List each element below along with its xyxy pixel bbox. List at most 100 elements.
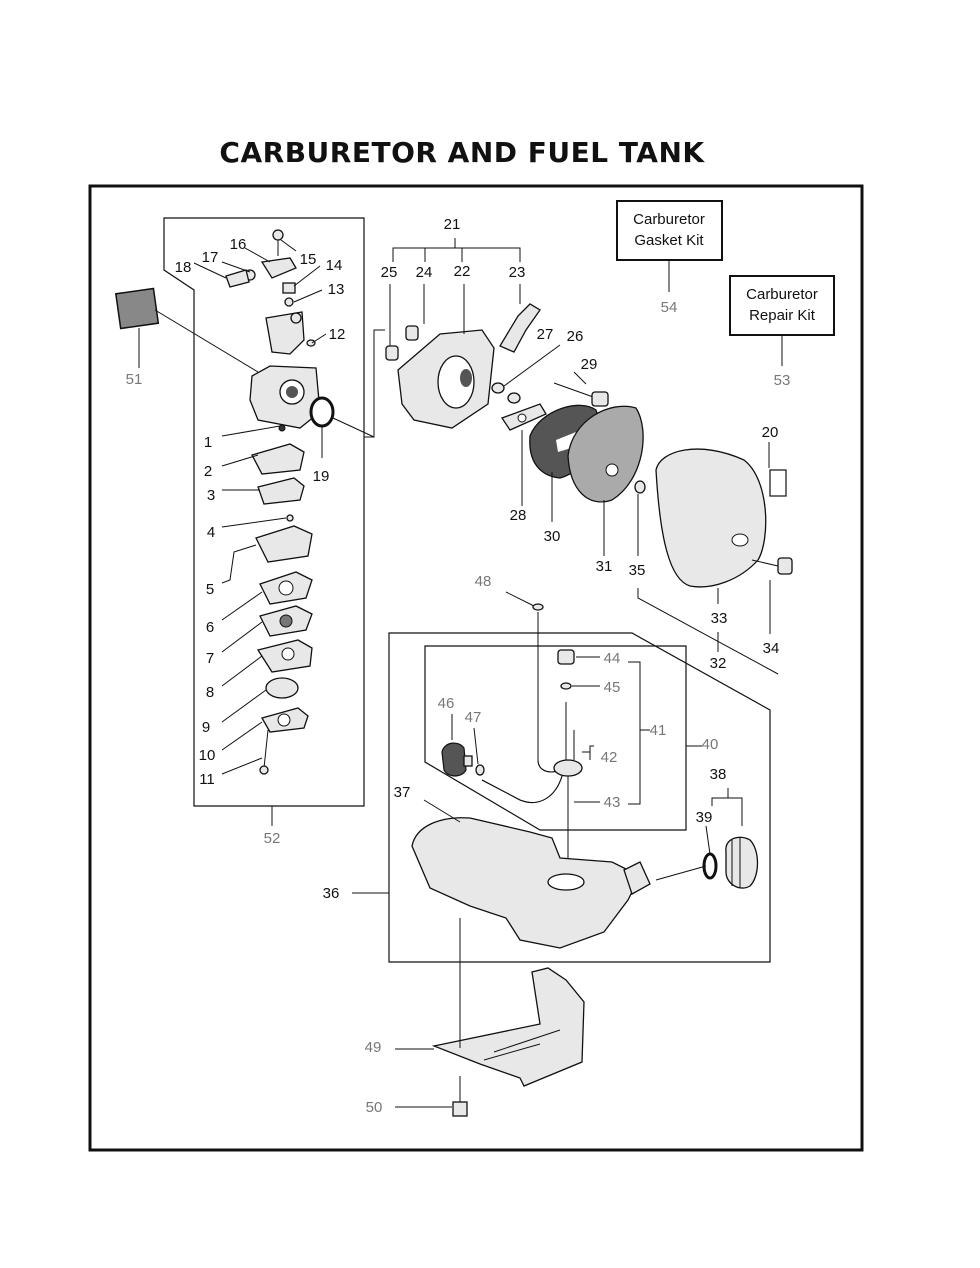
diagram-frame [88,184,864,1152]
fuel-filter-46 [441,714,473,777]
repair-kit-line1: Carburetor [746,286,818,303]
label-35: 35 [629,562,646,579]
diaphragm-3 [257,477,305,505]
lever-16 [260,257,297,279]
air-cleaner-base-22 [397,284,495,429]
gasket-51 [114,287,259,373]
gasket-35 [634,480,646,556]
label-33: 33 [711,610,728,627]
label-12: 12 [329,326,346,343]
bolt-50 [395,1076,468,1117]
primer-body-8 [256,639,313,673]
label-9: 9 [202,719,210,736]
label-13: 13 [328,281,345,298]
label-7: 7 [206,650,214,667]
clip-45 [560,682,600,690]
label-plate-20 [768,442,787,497]
label-34: 34 [763,640,780,657]
carburetor-group-bracket [163,217,365,807]
retainer-10 [261,707,309,733]
washer-26 [491,344,561,394]
label-51: 51 [126,371,143,388]
label-54: 54 [661,299,678,316]
page-title: CARBURETOR AND FUEL TANK [219,136,705,169]
grommet-43 [481,759,600,868]
gasket-19 [309,396,375,458]
bolt-29 [553,371,609,407]
carburetor-repair-kit-box: Carburetor Repair Kit 53 [729,275,835,389]
fuel-cap-vent-44 [557,649,600,665]
washer-13 [284,297,294,307]
label-29: 29 [581,356,598,373]
label-21: 21 [444,216,461,233]
label-24: 24 [416,264,433,281]
label-6: 6 [206,619,214,636]
label-27: 27 [537,326,554,343]
fuel-cap-38 [711,788,759,889]
label-32: 32 [710,655,727,672]
throttle-shaft-body [265,311,305,355]
label-20: 20 [762,424,779,441]
gasket-kit-line1: Carburetor [633,211,705,228]
label-46: 46 [438,695,455,712]
cover-2 [251,443,305,475]
label-16: 16 [230,236,247,253]
choke-lever-23 [499,284,541,353]
fuel-tank-37 [411,799,651,949]
label-2: 2 [204,463,212,480]
gasket-6 [259,571,313,605]
label-14: 14 [326,257,343,274]
tank-guard-49 [395,918,585,1087]
label-10: 10 [199,747,216,764]
gasket-kit-line2: Gasket Kit [634,232,704,249]
clip-47 [473,727,485,776]
label-49: 49 [365,1039,382,1056]
marker-48 [505,591,544,728]
bracket-32 [637,588,779,675]
label-52: 52 [264,830,281,847]
label-41: 41 [650,722,667,739]
bracket-41 [628,661,650,805]
label-50: 50 [366,1099,383,1116]
label-5: 5 [206,581,214,598]
bracket-28 [501,403,547,506]
label-28: 28 [510,507,527,524]
fuel-line-group-bracket-40 [424,645,702,831]
label-43: 43 [604,794,621,811]
gasket-4 [286,514,294,522]
gasket-39 [655,825,718,881]
label-11: 11 [199,771,215,788]
label-42: 42 [601,749,618,766]
label-22: 22 [454,263,471,280]
pin-24 [405,284,425,341]
screw-1 [278,424,286,432]
screw-15 [272,229,284,256]
label-19: 19 [313,468,330,485]
fitting-14 [282,282,296,294]
label-40: 40 [702,736,719,753]
label-8: 8 [206,684,214,701]
label-4: 4 [207,524,215,541]
label-44: 44 [604,650,621,667]
clip-12 [306,339,316,347]
label-47: 47 [465,709,482,726]
label-1: 1 [204,434,212,451]
label-17: 17 [202,249,219,266]
label-45: 45 [604,679,621,696]
primer-bulb-9 [265,677,299,699]
label-3: 3 [207,487,215,504]
carburetor-gasket-kit-box: Carburetor Gasket Kit 54 [616,200,723,316]
label-18: 18 [175,259,192,276]
bracket-21 [392,238,521,262]
label-25: 25 [381,264,398,281]
knob-34 [751,557,793,634]
label-53: 53 [774,372,791,389]
label-23: 23 [509,264,526,281]
leader-lines-carburetor [193,239,327,775]
repair-kit-line2: Repair Kit [749,307,816,324]
label-30: 30 [544,528,561,545]
filter-element-31 [567,405,644,556]
screw-11 [259,729,269,775]
carburetor-body [249,365,321,429]
